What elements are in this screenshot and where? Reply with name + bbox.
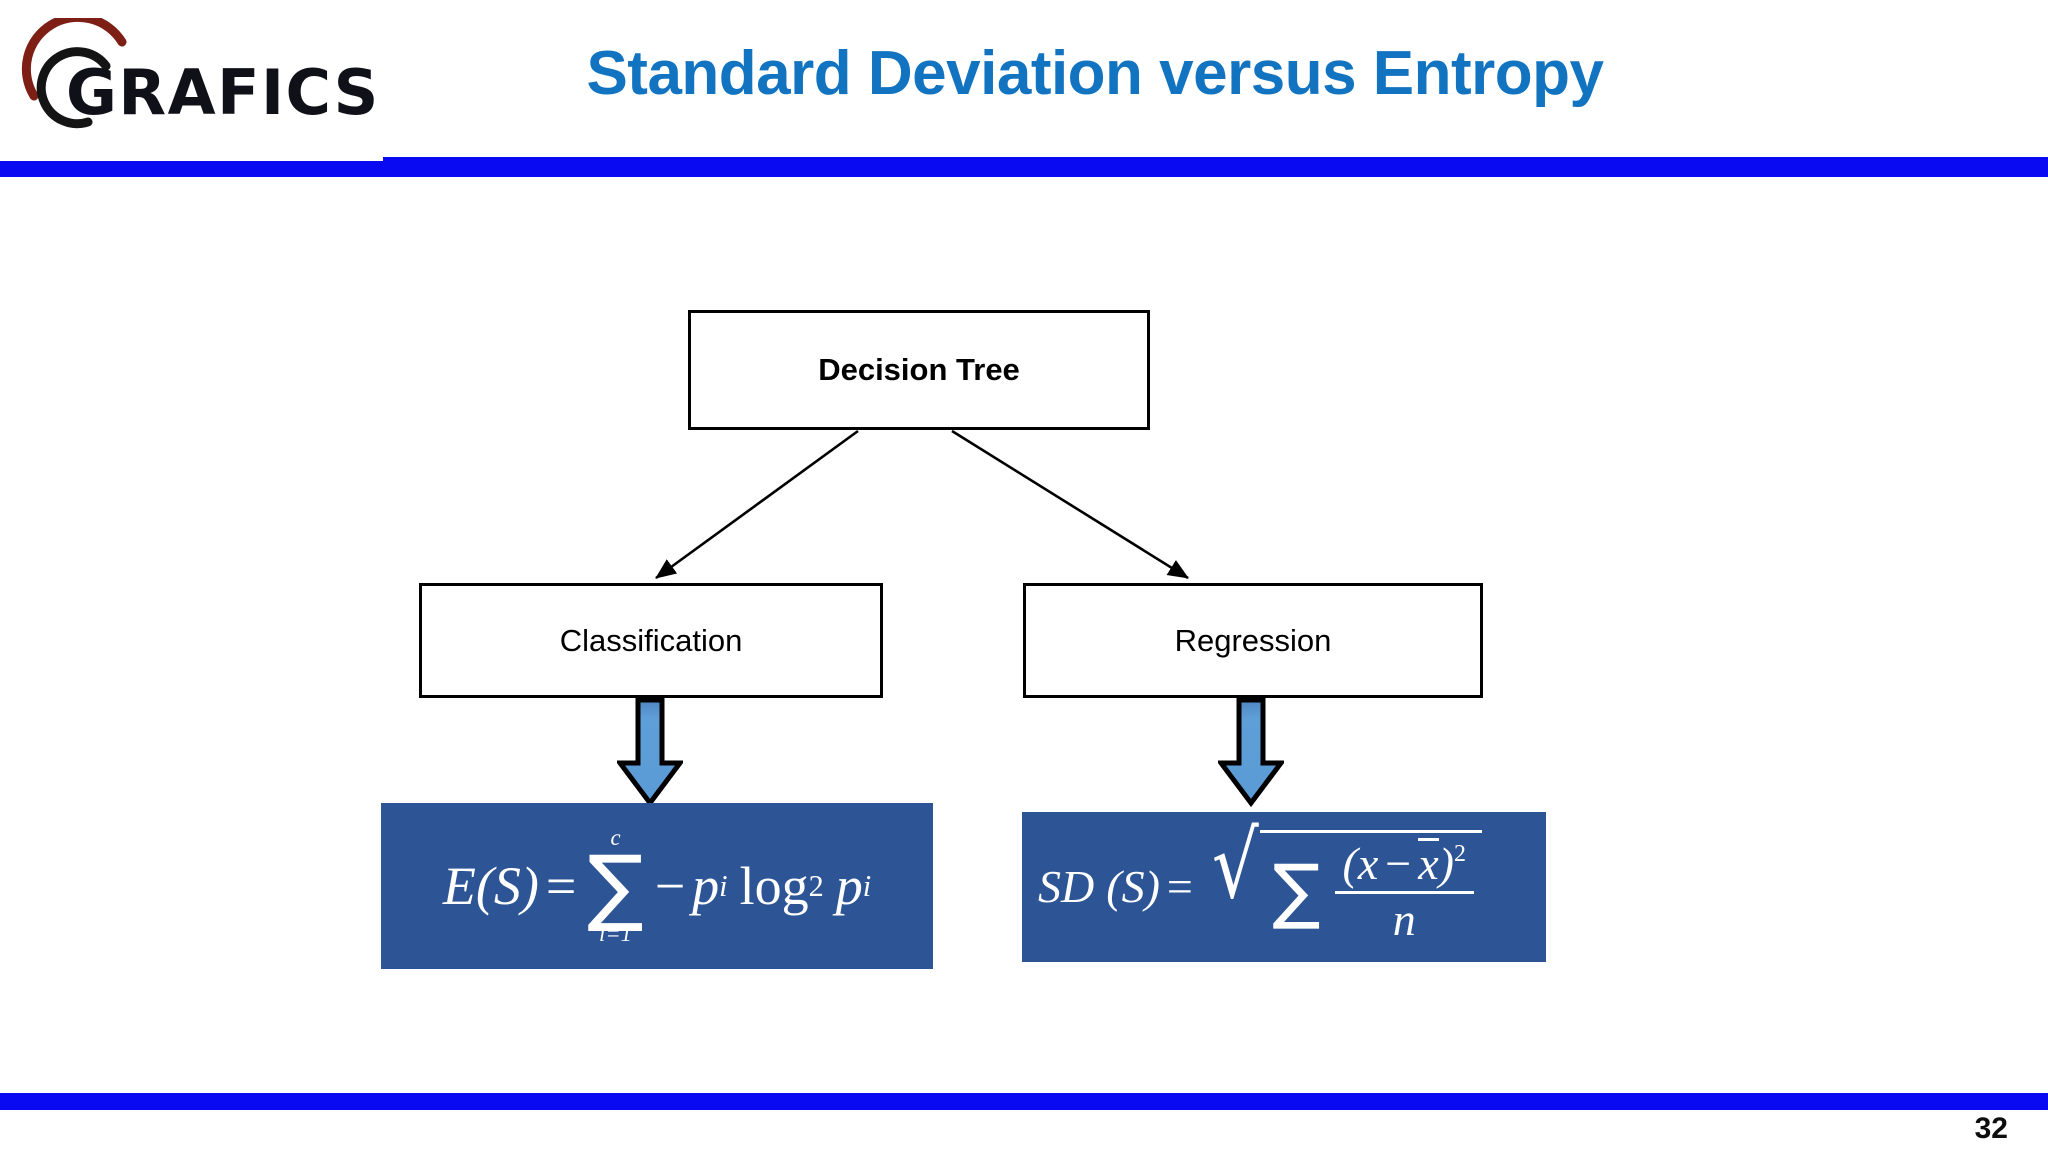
sd-xbar: x	[1418, 838, 1439, 890]
sd-lparen: (	[1106, 861, 1122, 912]
sd-summation: ∑	[1272, 849, 1321, 933]
logo-wordmark: GRAFICS	[66, 56, 380, 129]
entropy-p: p	[692, 856, 720, 916]
header-rule-right	[383, 157, 2048, 177]
logo-graphic: GRAFICS	[21, 12, 380, 129]
entropy-equals: =	[545, 856, 577, 916]
entropy-summation: c ∑ i=1	[587, 824, 644, 946]
entropy-lhs: E(S)	[442, 856, 539, 916]
connector-root-to-classification	[655, 429, 859, 580]
sum-lower-limit: i=1	[599, 920, 632, 946]
sd-equation: SD ( S ) = √ ∑ (x−x)2 n	[1038, 812, 1482, 945]
node-regression[interactable]: Regression	[1023, 583, 1483, 698]
entropy-log-base: 2	[808, 868, 824, 903]
node-decision-tree[interactable]: Decision Tree	[688, 310, 1150, 430]
node-classification-label: Classification	[559, 622, 743, 658]
node-regression-label: Regression	[1174, 622, 1332, 658]
sigma-glyph: ∑	[587, 836, 644, 935]
formula-panel-standard-deviation: SD ( S ) = √ ∑ (x−x)2 n	[1022, 812, 1546, 962]
grafics-logo: GRAFICS	[14, 12, 394, 146]
sd-numer-lparen: (	[1342, 838, 1358, 890]
entropy-minus: −	[654, 856, 686, 916]
sd-rparen: )	[1144, 861, 1160, 912]
entropy-log: log	[739, 856, 809, 916]
sd-power: 2	[1453, 841, 1466, 868]
sd-fraction: (x−x)2 n	[1334, 838, 1474, 945]
sd-equals: =	[1166, 861, 1193, 912]
sum-upper-limit: c	[610, 824, 621, 850]
node-classification[interactable]: Classification	[419, 583, 883, 698]
block-arrow-down-regression	[1216, 697, 1286, 808]
header-rule-left	[0, 161, 383, 177]
sd-x: x	[1357, 838, 1379, 890]
sd-radical: √ ∑ (x−x)2 n	[1206, 812, 1482, 945]
entropy-p2: p	[835, 856, 863, 916]
node-decision-tree-label: Decision Tree	[818, 352, 1020, 387]
block-arrow-down-classification	[615, 697, 685, 808]
connector-root-to-regression	[951, 429, 1189, 580]
logo-outer-arc	[21, 12, 127, 101]
sigma-glyph: ∑	[1272, 849, 1321, 933]
radical-sign-glyph: √	[1211, 812, 1259, 920]
entropy-p-subscript: i	[719, 868, 728, 903]
entropy-p2-subscript: i	[862, 868, 872, 903]
sd-minus: −	[1385, 838, 1412, 890]
footer-rule	[0, 1093, 2048, 1110]
radical-contents: ∑ (x−x)2 n	[1260, 830, 1482, 945]
logo-inner-arc	[36, 47, 111, 129]
down-arrow-icon	[1216, 697, 1286, 808]
sd-arg: S	[1121, 861, 1145, 912]
sd-numer-rparen: )	[1438, 838, 1454, 890]
down-arrow-icon	[615, 697, 685, 808]
page-title: Standard Deviation versus Entropy	[586, 39, 1604, 108]
page-number: 32	[1974, 1112, 2008, 1145]
sd-denominator: n	[1392, 894, 1416, 945]
sd-numerator: (x−x)2	[1334, 838, 1474, 894]
sd-lhs: SD	[1038, 861, 1095, 912]
